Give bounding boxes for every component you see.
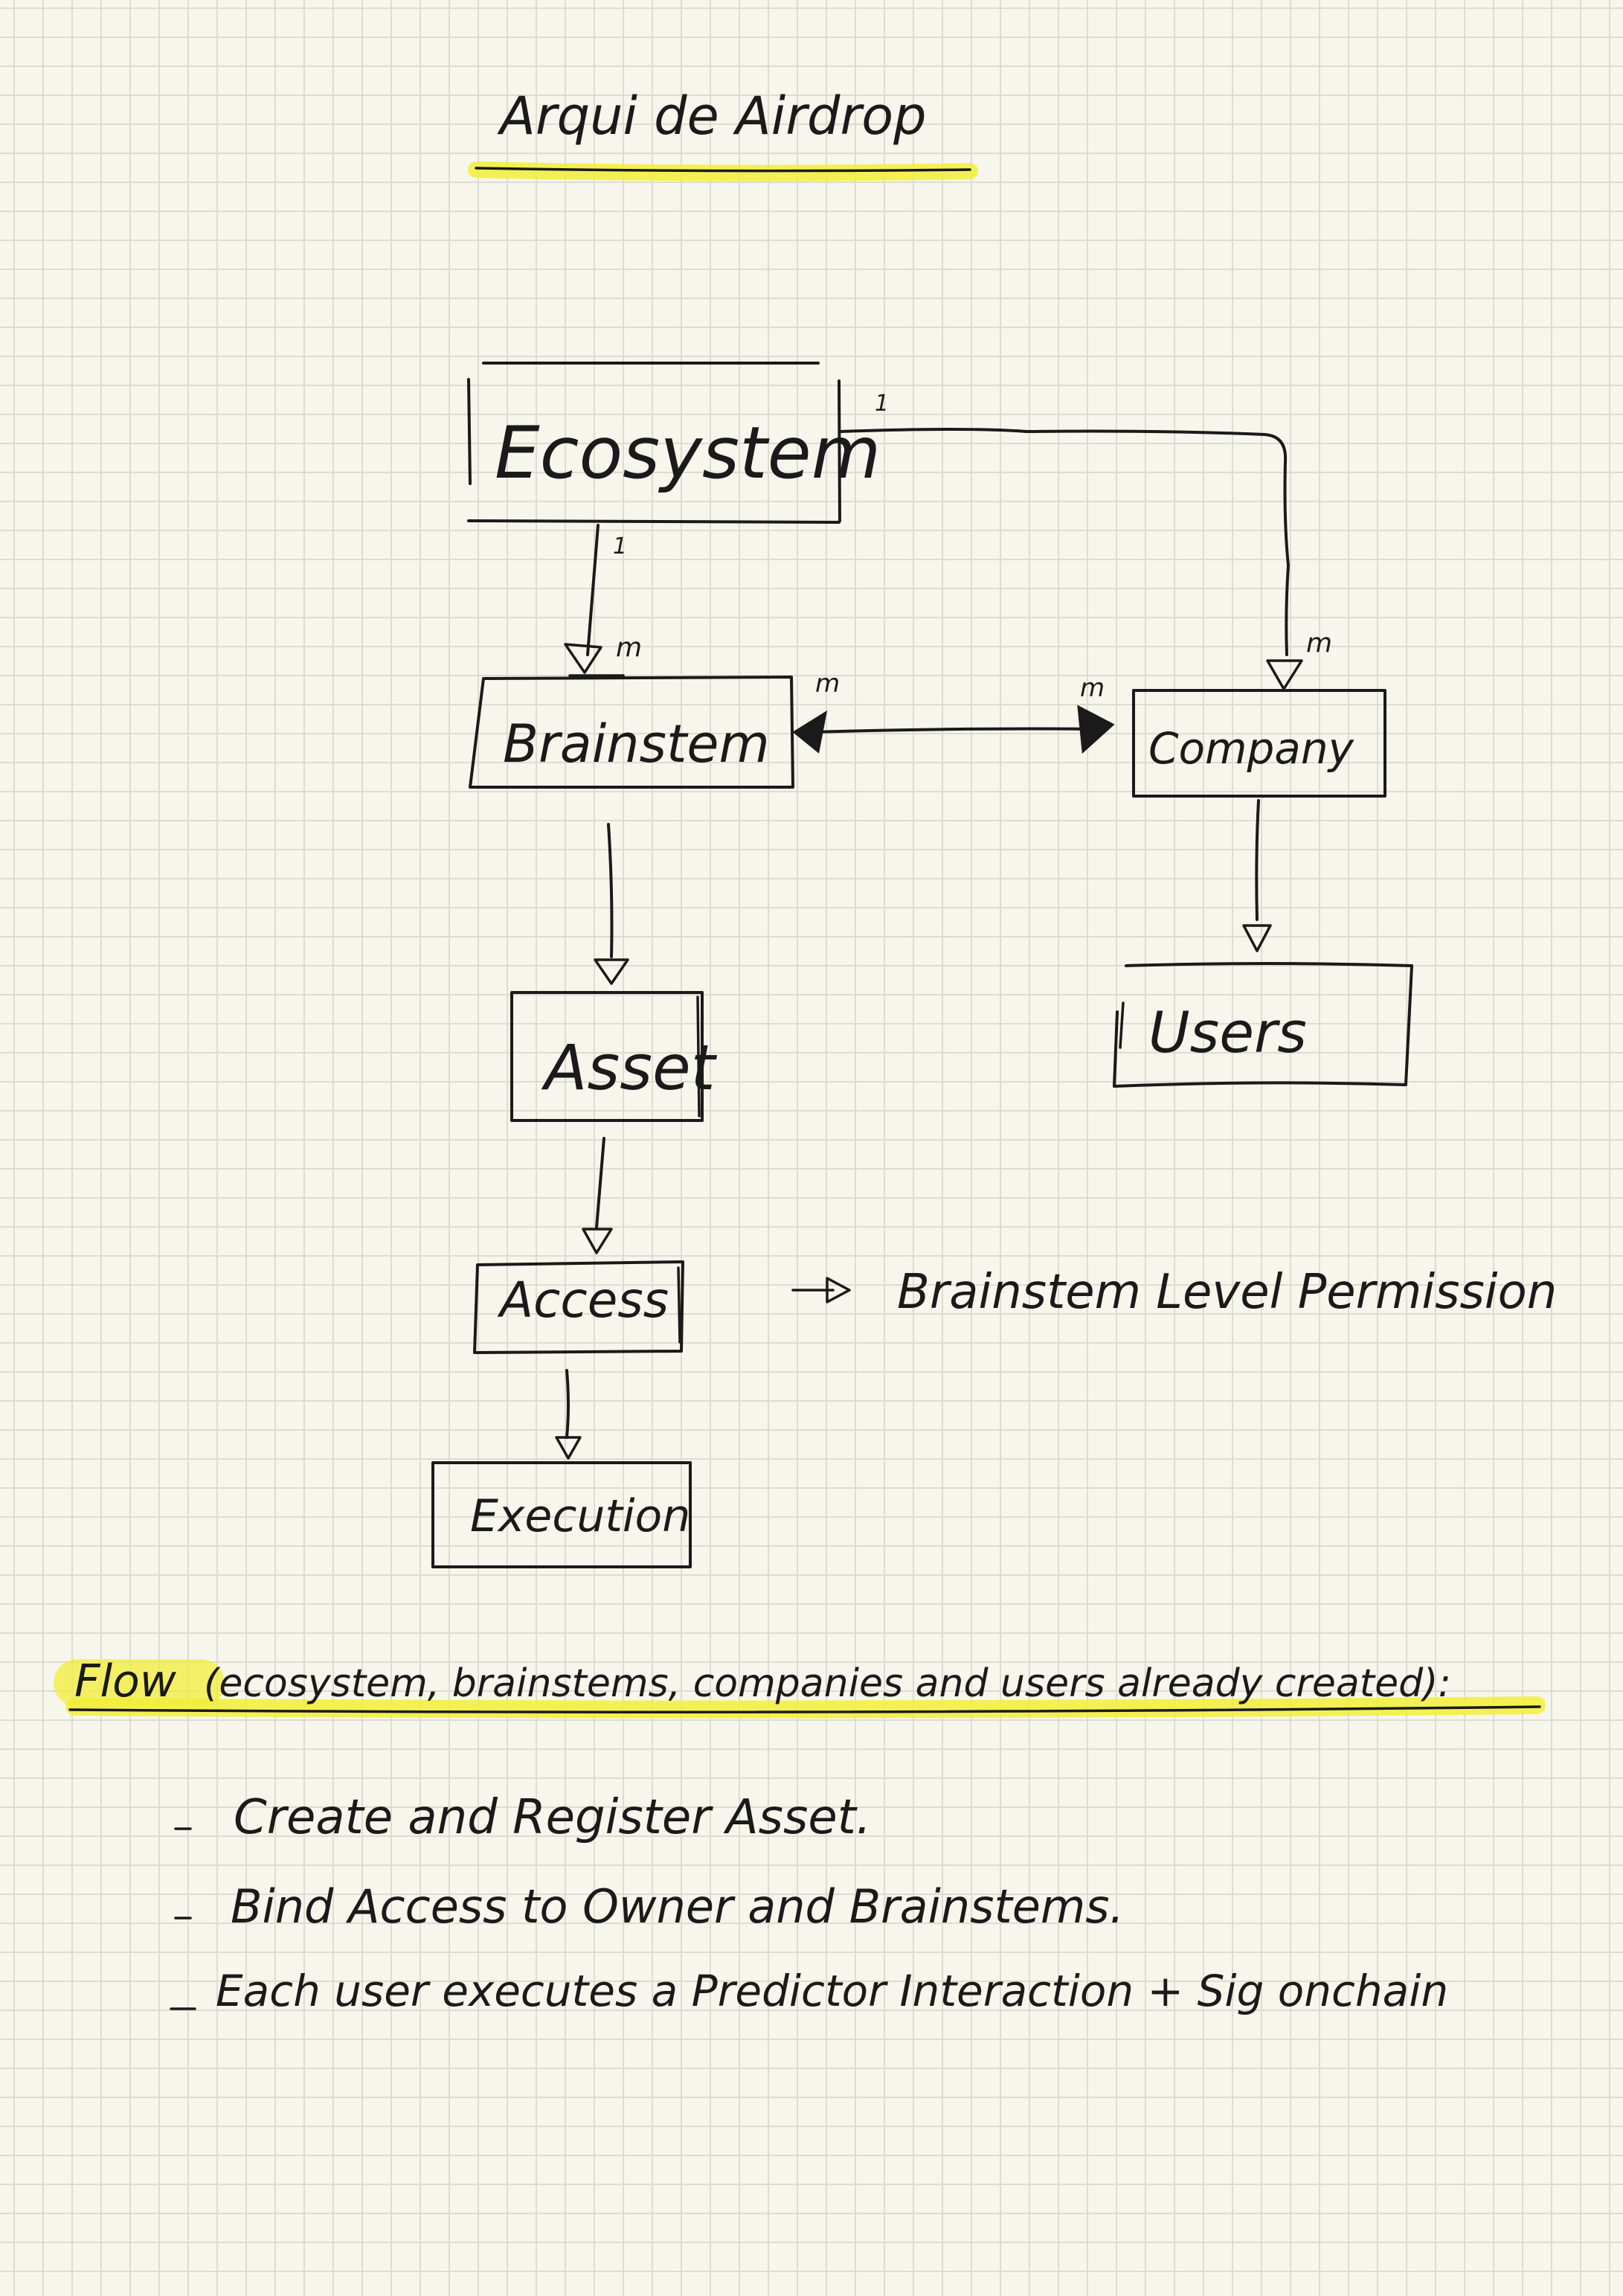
execution-node: Execution: [431, 1461, 692, 1568]
flow-step: Each user executes a Predictor Interacti…: [216, 1966, 1448, 2016]
flow-steps: Create and Register Asset. Bind Access t…: [170, 1790, 1448, 2016]
users-node: Users: [1113, 962, 1413, 1088]
ecosystem-label: Ecosystem: [495, 411, 881, 495]
users-label: Users: [1148, 999, 1307, 1065]
asset-node: Asset: [510, 991, 718, 1122]
page-title: Arqui de Airdrop: [497, 86, 927, 147]
mult-ecosystem-brainstem-source: 1: [613, 533, 627, 559]
flow-step: Bind Access to Owner and Brainstems.: [231, 1879, 1124, 1934]
brainstem-node: Brainstem: [469, 676, 794, 789]
annotation-arrow: [791, 1277, 851, 1303]
mult-ecosystem-company-target: m: [1306, 628, 1332, 658]
edge-brainstem-to-asset: [594, 823, 629, 985]
flow-step: Create and Register Asset.: [234, 1790, 871, 1845]
company-node: Company: [1132, 689, 1386, 798]
mult-ecosystem-company-source: 1: [875, 391, 889, 417]
ecosystem-node: Ecosystem: [467, 362, 881, 524]
flow-highlight: [65, 1696, 1546, 1719]
mult-brainstem-company-left: m: [815, 669, 840, 699]
mult-ecosystem-brainstem-target: m: [616, 632, 642, 663]
edge-ecosystem-to-company: [839, 428, 1303, 690]
title-highlight: [468, 161, 978, 182]
edge-company-to-users: [1242, 799, 1272, 952]
flow-underline: [68, 1705, 1541, 1713]
company-label: Company: [1148, 723, 1354, 774]
access-node: Access: [473, 1260, 684, 1354]
access-label: Access: [497, 1272, 669, 1329]
edge-asset-to-access: [582, 1137, 613, 1254]
title-underline: [475, 167, 971, 173]
flow-label: Flow: [74, 1655, 177, 1707]
edge-brainstem-company: [792, 705, 1115, 754]
flow-header-rest: (ecosystem, brainstems, companies and us…: [204, 1661, 1451, 1706]
flow-header: Flow (ecosystem, brainstems, companies a…: [74, 1655, 1451, 1707]
annotation-label: Brainstem Level Permission: [897, 1265, 1557, 1320]
edge-access-to-execution: [555, 1369, 582, 1460]
edge-ecosystem-to-brainstem: [564, 524, 625, 677]
brainstem-label: Brainstem: [503, 714, 770, 775]
execution-label: Execution: [470, 1490, 690, 1542]
mult-brainstem-company-right: m: [1080, 673, 1105, 703]
asset-label: Asset: [541, 1031, 718, 1104]
